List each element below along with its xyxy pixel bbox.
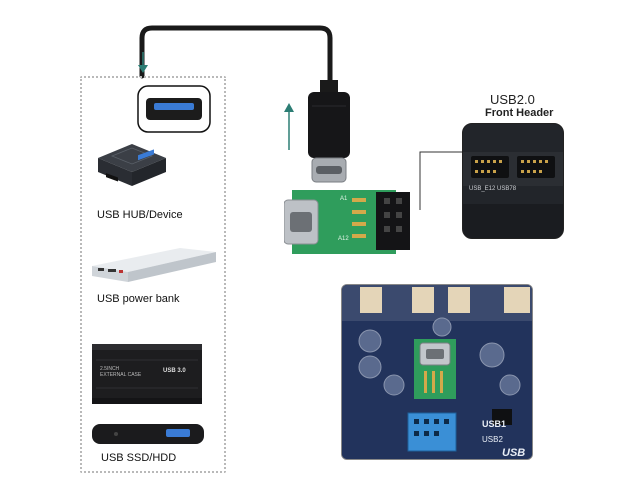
- adapter-pin-a1: A1: [340, 196, 348, 202]
- power-bank-label: USB power bank: [97, 293, 180, 305]
- device-panel: [80, 76, 226, 473]
- usb-a-port-callout: [137, 85, 211, 133]
- ssd-enclosure-image: [92, 344, 202, 404]
- board-silk-usb: USB: [502, 447, 526, 459]
- usb-c-cable: [139, 25, 333, 93]
- down-arrow-icon: [138, 52, 148, 73]
- header-board-silk: USB_E12 USB78: [469, 186, 517, 192]
- front-header-photo: USB_E12 USB78: [462, 123, 564, 239]
- usb-hub-image: [98, 144, 166, 186]
- usb-a-cable-end-image: [92, 424, 204, 444]
- adapter-pcb-image: [284, 190, 410, 254]
- ssd-label: USB SSD/HDD: [101, 452, 177, 464]
- header-subtitle: Front Header: [485, 107, 554, 119]
- header-title: USB2.0: [490, 92, 535, 107]
- board-silk-usb1: USB1: [482, 419, 507, 429]
- callout-line: [419, 151, 464, 210]
- adapter-pin-a12: A12: [338, 236, 349, 242]
- up-arrow-icon: [284, 103, 294, 150]
- board-silk-usb2: USB2: [482, 435, 503, 444]
- usb-c-plug-image: [308, 80, 350, 183]
- power-bank-image: [92, 248, 216, 282]
- enclosure-print-right: USB 3.0: [163, 368, 186, 374]
- motherboard-photo: USB1 USB2 USB: [341, 284, 533, 460]
- usb-hub-label: USB HUB/Device: [97, 209, 183, 221]
- enclosure-print-left: 2.5INCH EXTERNAL CASE: [100, 366, 142, 378]
